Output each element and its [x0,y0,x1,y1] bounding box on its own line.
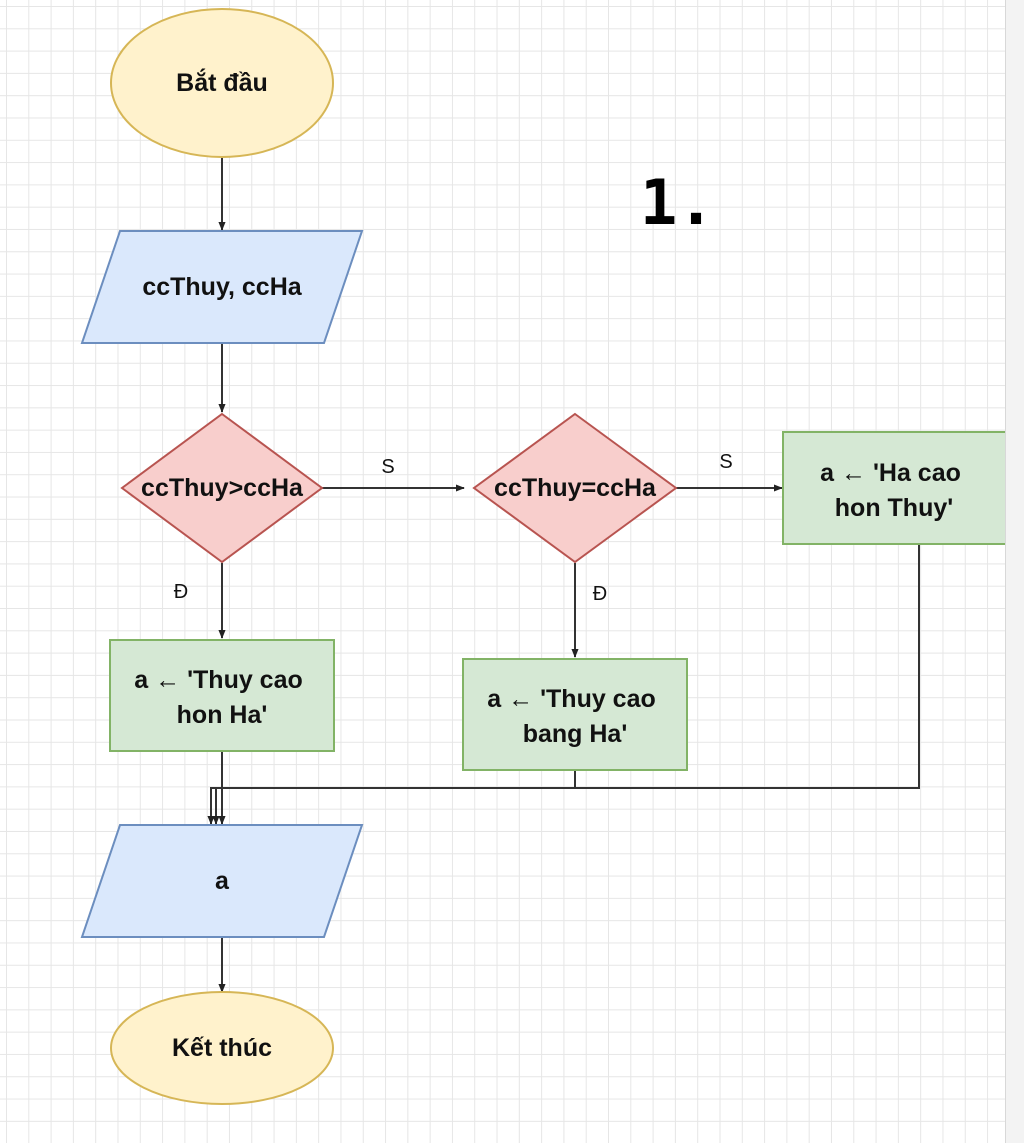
assign-equal-label-line-2: bang Ha' [523,720,628,748]
end-ellipse [110,991,334,1105]
output-parallelogram [80,824,364,938]
decision1-label: ccThuy>ccHa [141,474,304,502]
output-node[interactable]: a [80,824,364,938]
start-ellipse [110,8,334,158]
edge-assign-ha-to-output [207,545,920,825]
assign-equal-label-line-1: a ← 'Thuy cao [487,685,655,713]
decision2-diamond [472,412,678,564]
input-label: ccThuy, ccHa [142,273,302,301]
edge-label-d1-true: Đ [174,581,188,603]
input-parallelogram [80,230,364,344]
start-node[interactable]: Bắt đầu [110,8,334,158]
end-node[interactable]: Kết thúc [110,991,334,1105]
assign-thuy-node[interactable]: a ← 'Thuy cao hon Ha' [109,639,335,752]
edge-assign-equal-to-output [212,770,576,825]
decision1-node[interactable]: ccThuy>ccHa [120,412,324,564]
assign-thuy-label-line-2: hon Ha' [177,701,268,729]
decision2-node[interactable]: ccThuy=ccHa [472,412,678,564]
decision1-diamond [120,412,324,564]
assign-ha-label: a ← 'Ha cao hon Thuy' [820,459,968,522]
assign-thuy-label-line-1: a ← 'Thuy cao [134,666,302,694]
input-node[interactable]: ccThuy, ccHa [80,230,364,344]
assign-equal-label: a ← 'Thuy cao bang Ha' [487,685,662,748]
connectors [207,158,920,993]
assign-ha-label-line-1: a ← 'Ha cao [820,459,961,487]
page-number: 1. [640,166,715,239]
assign-thuy-rect [109,639,335,752]
decision2-label: ccThuy=ccHa [494,474,657,502]
edge-label-d2-true: Đ [593,583,607,605]
assign-ha-node[interactable]: a ← 'Ha cao hon Thuy' [782,431,1007,545]
edge-label-d1-false: S [381,456,394,478]
edge-label-d2-false: S [719,451,732,473]
output-label: a [215,867,230,895]
assign-ha-rect [782,431,1007,545]
assign-ha-label-line-2: hon Thuy' [835,494,953,522]
assign-thuy-label: a ← 'Thuy cao hon Ha' [134,666,309,729]
end-label: Kết thúc [172,1034,272,1062]
assign-equal-rect [462,658,688,771]
assign-equal-node[interactable]: a ← 'Thuy cao bang Ha' [462,658,688,771]
start-label: Bắt đầu [176,67,268,97]
